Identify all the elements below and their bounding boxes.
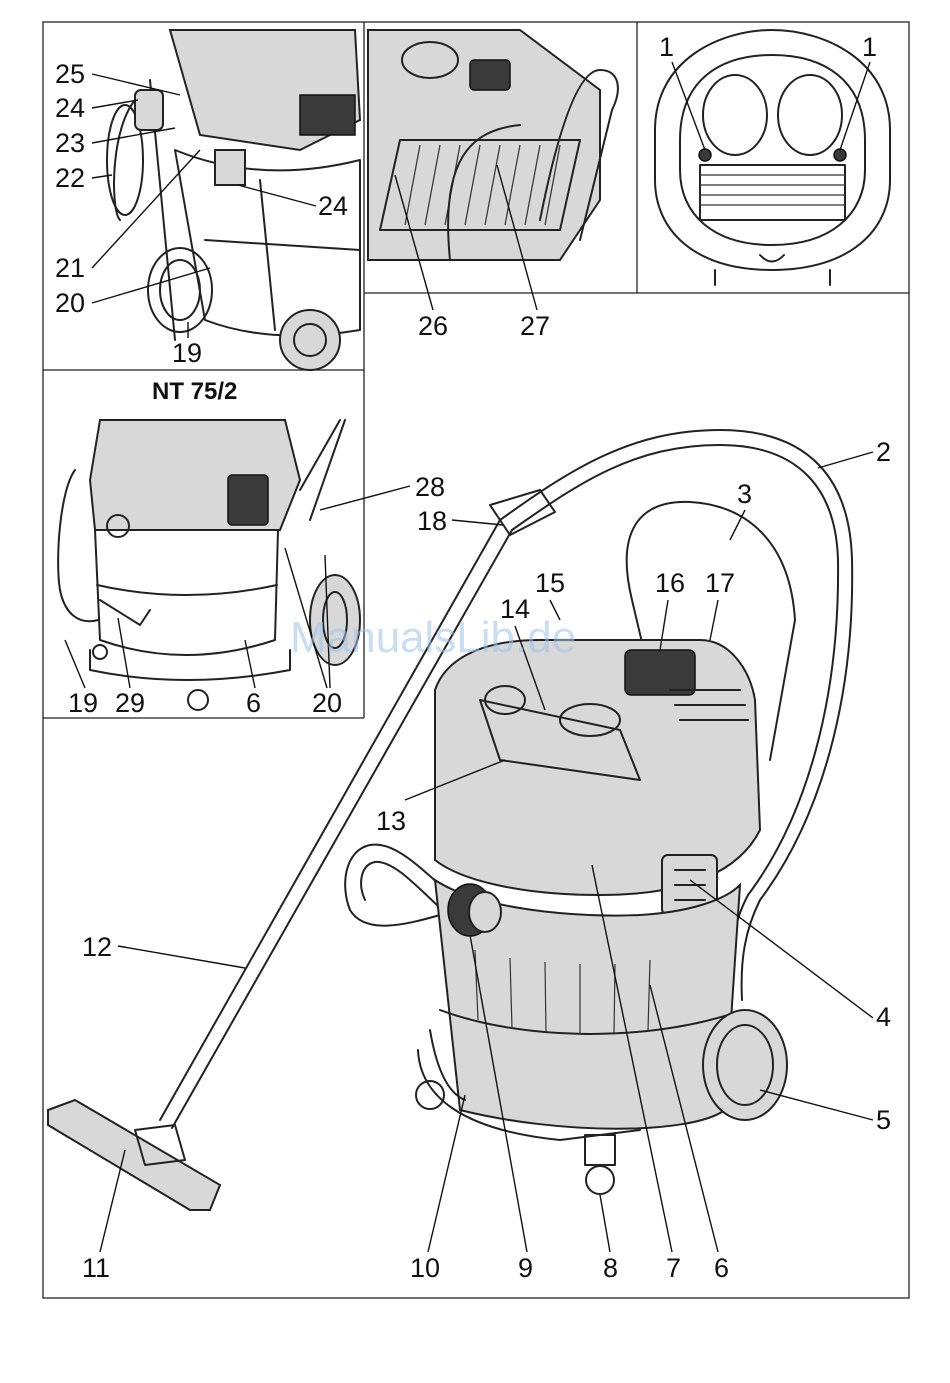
callout-number: 28: [415, 472, 445, 502]
callout-number: 13: [376, 806, 406, 836]
callout-number: 27: [520, 311, 550, 341]
callout-number: 18: [417, 506, 447, 536]
leader-line: [118, 618, 130, 688]
leader-line: [118, 946, 245, 968]
callout-number: 7: [666, 1253, 681, 1283]
leader-line: [710, 600, 718, 640]
callout-number: 4: [876, 1002, 891, 1032]
callout-number: 19: [68, 688, 98, 718]
callout-number: 6: [714, 1253, 729, 1283]
callout-number: 11: [82, 1253, 110, 1283]
leader-line: [818, 452, 873, 468]
leader-line: [600, 1195, 610, 1252]
panel-filter-illustration: [368, 30, 618, 260]
leader-line: [452, 520, 503, 525]
floor-nozzle: [48, 1100, 220, 1210]
leader-line: [760, 1090, 873, 1120]
callout-number: 20: [55, 288, 85, 318]
leader-line: [92, 175, 112, 178]
callout-number: 23: [55, 128, 85, 158]
callout-number: 1: [862, 32, 877, 62]
panel-nt75-illustration: [58, 420, 360, 710]
callout-number: 8: [603, 1253, 618, 1283]
callout-number: 19: [172, 338, 202, 368]
callout-number: 9: [518, 1253, 533, 1283]
model-title: NT 75/2: [152, 378, 237, 405]
callout-number: 26: [418, 311, 448, 341]
leader-line: [65, 640, 85, 688]
leader-line: [428, 1095, 465, 1252]
callout-number: 24: [55, 93, 85, 123]
leader-line: [672, 62, 705, 150]
callout-number: 3: [737, 479, 752, 509]
callout-number: 6: [246, 688, 261, 718]
callout-number: 24: [318, 191, 348, 221]
callout-number: 2: [876, 437, 891, 467]
callout-number: 12: [82, 932, 112, 962]
rear-wheel: [703, 1010, 787, 1120]
leader-line: [92, 128, 175, 143]
callout-number: 21: [55, 253, 85, 283]
leader-line: [320, 486, 410, 510]
callout-number: 16: [655, 568, 685, 598]
callout-number: 29: [115, 688, 145, 718]
callout-number: 1: [659, 32, 674, 62]
callout-number: 10: [410, 1253, 440, 1283]
panel-bottom-view-illustration: [655, 30, 890, 285]
callout-number: 17: [705, 568, 735, 598]
callout-number: 15: [535, 568, 565, 598]
callout-number: 5: [876, 1105, 891, 1135]
leader-line: [92, 150, 200, 268]
callout-number: 25: [55, 59, 85, 89]
leader-line: [238, 185, 316, 206]
callout-number: 22: [55, 163, 85, 193]
watermark-text: ManualsLib.de: [290, 613, 576, 662]
main-vacuum-illustration: [48, 430, 852, 1210]
leader-line: [100, 1150, 125, 1252]
callout-number: 20: [312, 688, 342, 718]
